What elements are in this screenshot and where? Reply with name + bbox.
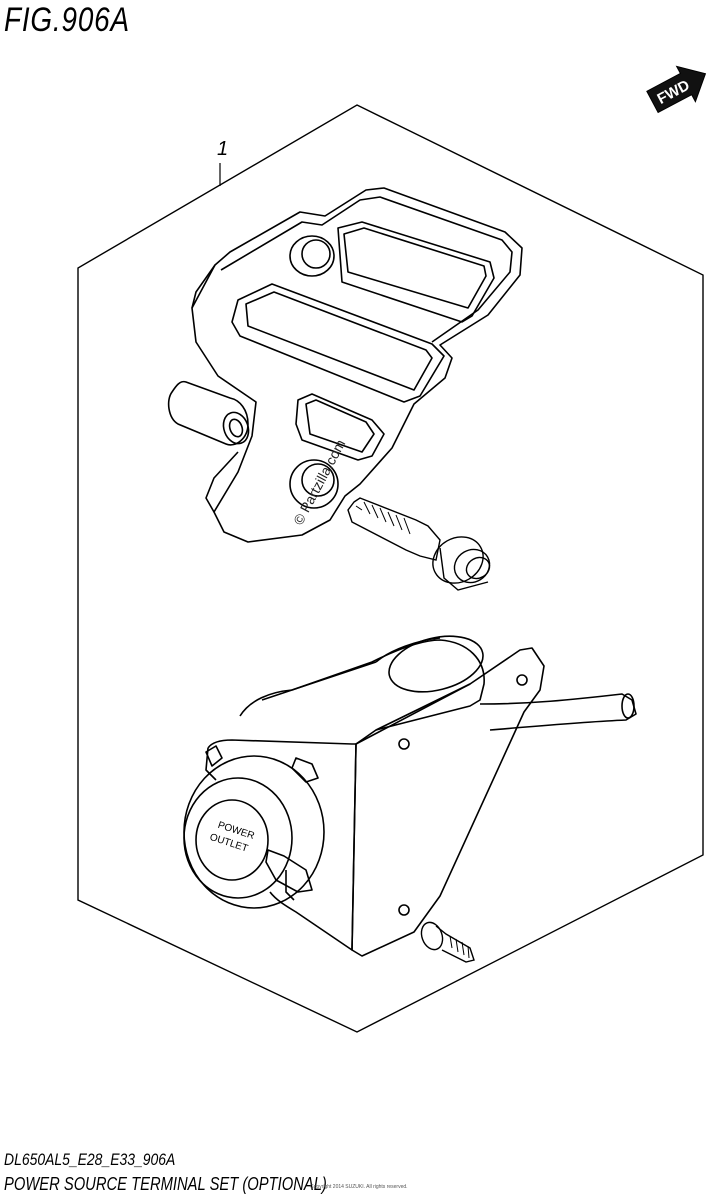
fine-print: Copyright 2014 SUZUKI. All rights reserv… — [310, 1184, 408, 1190]
model-code: DL650AL5_E28_E33_906A — [4, 1150, 176, 1169]
fwd-arrow-icon: FWD — [646, 65, 707, 114]
spacer-collar[interactable] — [167, 380, 253, 448]
bracket-plate[interactable] — [191, 187, 523, 543]
kit-boundary-hexagon — [77, 104, 704, 1033]
figure-title: FIG.906A — [4, 1, 130, 39]
callout-number-1[interactable]: 1 — [217, 138, 229, 160]
tapping-screw[interactable] — [418, 919, 475, 963]
power-outlet-assembly[interactable] — [183, 627, 637, 957]
flange-bolt[interactable] — [347, 497, 496, 592]
part-name: POWER SOURCE TERMINAL SET (OPTIONAL) — [4, 1174, 327, 1194]
